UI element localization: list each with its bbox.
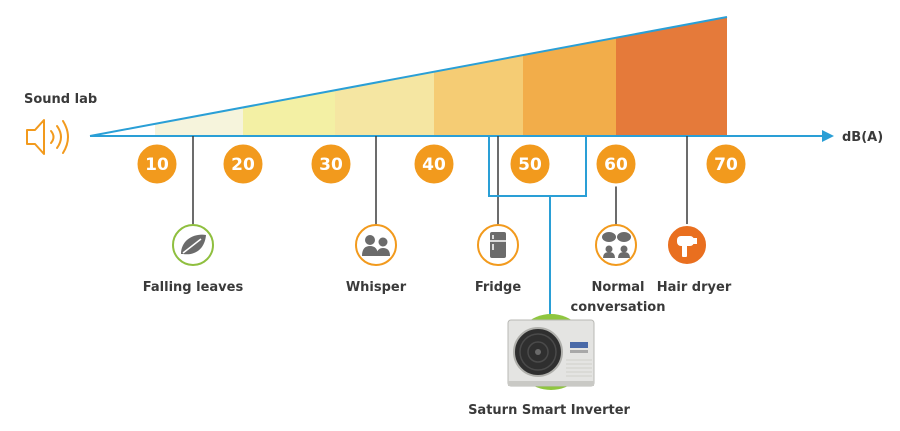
db-marker-50: 50 <box>507 141 553 187</box>
fridge-icon <box>490 232 506 258</box>
source-label-falling-leaves: Falling leaves <box>143 280 244 295</box>
db-marker-50-label: 50 <box>518 155 542 175</box>
db-marker-10: 10 <box>134 141 180 187</box>
db-marker-70-label: 70 <box>714 155 738 175</box>
axis-unit-label: dB(A) <box>842 130 883 145</box>
wedge-band-1 <box>155 17 243 136</box>
source-label-whisper: Whisper <box>346 280 407 295</box>
wedge-band-5 <box>523 17 616 136</box>
source-normal-conversation: Normal conversation <box>571 224 666 315</box>
db-marker-10-label: 10 <box>145 155 169 175</box>
product-saturn-smart-inverter: Saturn Smart Inverter <box>468 314 631 418</box>
source-whisper: Whisper <box>346 224 407 295</box>
hair-dryer-icon <box>677 236 697 257</box>
wedge-band-6 <box>616 17 727 136</box>
source-label-fridge: Fridge <box>475 280 522 295</box>
heat-pump-unit-icon <box>507 319 595 387</box>
speech-bubbles-icon <box>602 232 631 258</box>
db-marker-60-label: 60 <box>604 155 628 175</box>
wedge-slope-line <box>89 16 728 137</box>
source-label-conversation-line1: Normal <box>592 280 645 295</box>
connector-lines <box>192 136 688 225</box>
db-marker-30: 30 <box>308 141 354 187</box>
db-marker-40: 40 <box>411 141 457 187</box>
source-label-conversation-line2: conversation <box>571 300 666 315</box>
source-fridge: Fridge <box>475 224 522 295</box>
db-marker-40-label: 40 <box>422 155 446 175</box>
page-title: Sound lab <box>24 92 97 107</box>
db-marker-60: 60 <box>593 141 639 187</box>
speaker-icon <box>26 119 69 155</box>
source-hair-dryer: Hair dryer <box>657 224 732 295</box>
db-markers: 10 20 30 40 50 60 70 <box>134 141 749 187</box>
db-marker-20-label: 20 <box>231 155 255 175</box>
wedge-band-3 <box>335 17 434 136</box>
product-range-bracket <box>488 136 587 320</box>
db-marker-70: 70 <box>703 141 749 187</box>
axis-arrow-icon <box>822 130 834 142</box>
wedge-band-2 <box>243 17 335 136</box>
db-marker-20: 20 <box>220 141 266 187</box>
people-whisper-icon <box>362 235 390 256</box>
source-label-hair-dryer: Hair dryer <box>657 280 732 295</box>
db-marker-30-label: 30 <box>319 155 343 175</box>
product-label: Saturn Smart Inverter <box>468 403 630 418</box>
source-falling-leaves: Falling leaves <box>143 224 244 295</box>
leaf-icon <box>181 234 206 255</box>
